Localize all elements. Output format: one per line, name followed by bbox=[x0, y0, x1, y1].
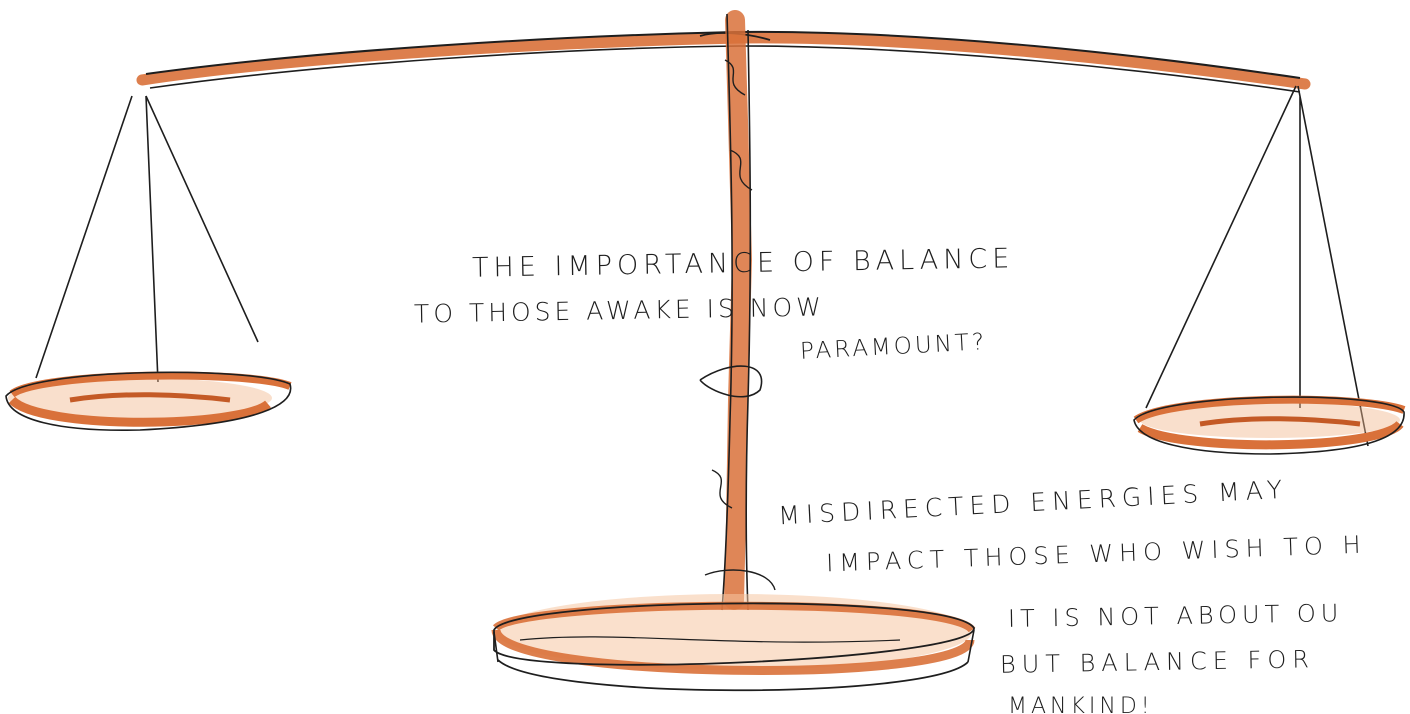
scale-beam bbox=[142, 32, 1305, 92]
right-scale-pan bbox=[1134, 86, 1404, 454]
left-scale-pan bbox=[6, 96, 291, 430]
handwritten-line-8: MANKIND! bbox=[1008, 694, 1154, 714]
scale-base bbox=[494, 594, 974, 690]
handwritten-line-6: IT IS NOT ABOUT OU bbox=[1008, 599, 1344, 633]
handwritten-line-7: BUT BALANCE FOR bbox=[1000, 645, 1315, 678]
